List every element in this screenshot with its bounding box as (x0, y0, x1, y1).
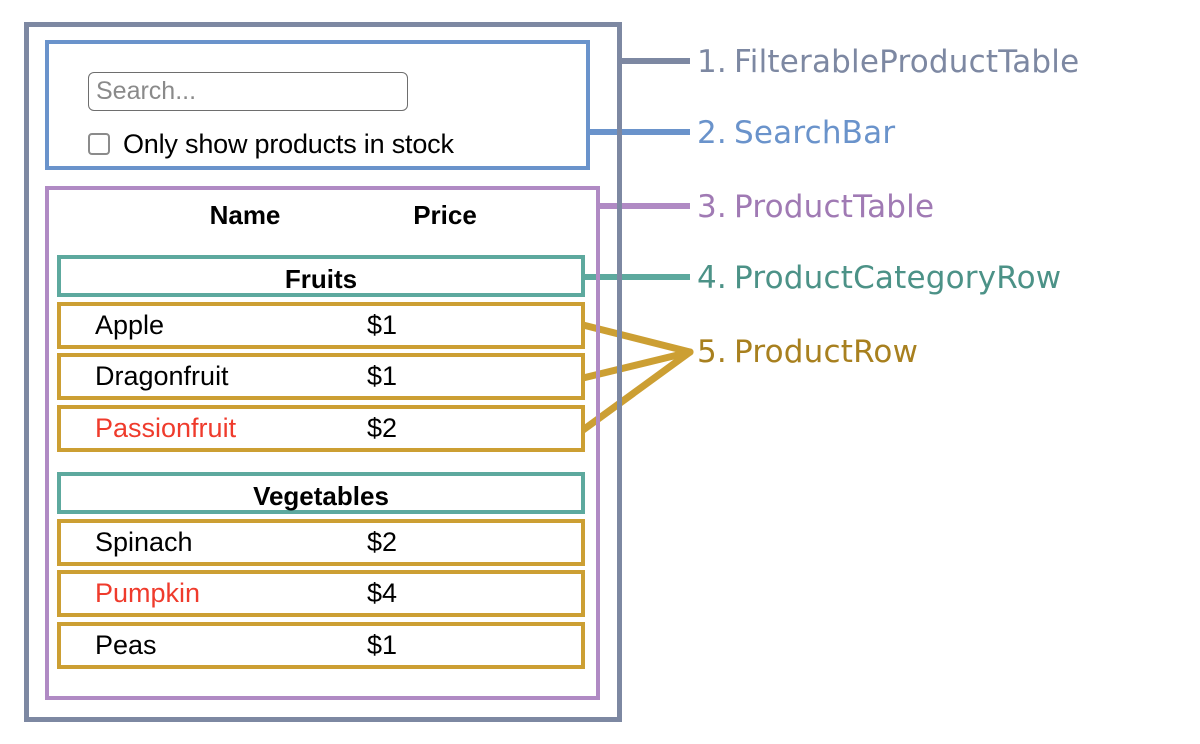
in-stock-checkbox-label: Only show products in stock (123, 128, 454, 159)
product-category-row-fruits: Fruits (57, 255, 585, 297)
product-row-name: Pumpkin (95, 578, 201, 608)
in-stock-filter-row[interactable]: Only show products in stock (88, 126, 558, 162)
product-row-pumpkin: Pumpkin $4 (57, 570, 585, 617)
product-row-price: $4 (367, 578, 398, 608)
product-row-peas: Peas $1 (57, 622, 585, 669)
product-table-frame (45, 186, 600, 700)
product-row-name: Spinach (95, 527, 193, 557)
filterable-product-table-frame (24, 22, 622, 722)
legend-number: 3. (697, 189, 727, 225)
product-row-name: Dragonfruit (95, 361, 229, 391)
search-bar-frame (45, 40, 590, 170)
search-input[interactable] (88, 72, 408, 111)
product-row-passionfruit: Passionfruit $2 (57, 405, 585, 452)
product-table-header: Name Price (60, 196, 585, 242)
product-row-price: $2 (367, 527, 398, 557)
legend-label: ProductCategoryRow (733, 260, 1062, 296)
legend-item-product-row: 5.ProductRow (697, 334, 918, 370)
product-row-name: Peas (95, 630, 157, 660)
legend-label: ProductRow (733, 334, 919, 370)
legend-label: FilterableProductTable (733, 44, 1080, 80)
product-row-name: Apple (95, 310, 165, 340)
product-category-row-vegetables: Vegetables (57, 472, 585, 514)
product-row-spinach: Spinach $2 (57, 519, 585, 566)
column-header-price: Price (413, 200, 477, 230)
legend-label: ProductTable (733, 189, 935, 225)
product-category-label: Fruits (284, 263, 358, 294)
legend-label: SearchBar (733, 115, 896, 151)
column-header-name: Name (209, 200, 281, 230)
product-row-price: $2 (367, 413, 398, 443)
in-stock-checkbox[interactable] (88, 133, 110, 155)
product-row-name: Passionfruit (95, 413, 237, 443)
legend-item-product-table: 3.ProductTable (697, 189, 934, 225)
legend-item-search-bar: 2.SearchBar (697, 115, 895, 151)
product-row-dragonfruit: Dragonfruit $1 (57, 353, 585, 400)
product-row-price: $1 (367, 630, 398, 660)
product-row-price: $1 (367, 310, 398, 340)
product-category-label: Vegetables (253, 480, 389, 511)
legend-number: 5. (697, 334, 727, 370)
legend-item-filterable-product-table: 1.FilterableProductTable (697, 44, 1079, 80)
legend-number: 4. (697, 260, 727, 296)
legend-item-product-category-row: 4.ProductCategoryRow (697, 260, 1061, 296)
legend-number: 1. (697, 44, 727, 80)
legend-number: 2. (697, 115, 727, 151)
product-row-apple: Apple $1 (57, 302, 585, 349)
product-row-price: $1 (367, 361, 398, 391)
